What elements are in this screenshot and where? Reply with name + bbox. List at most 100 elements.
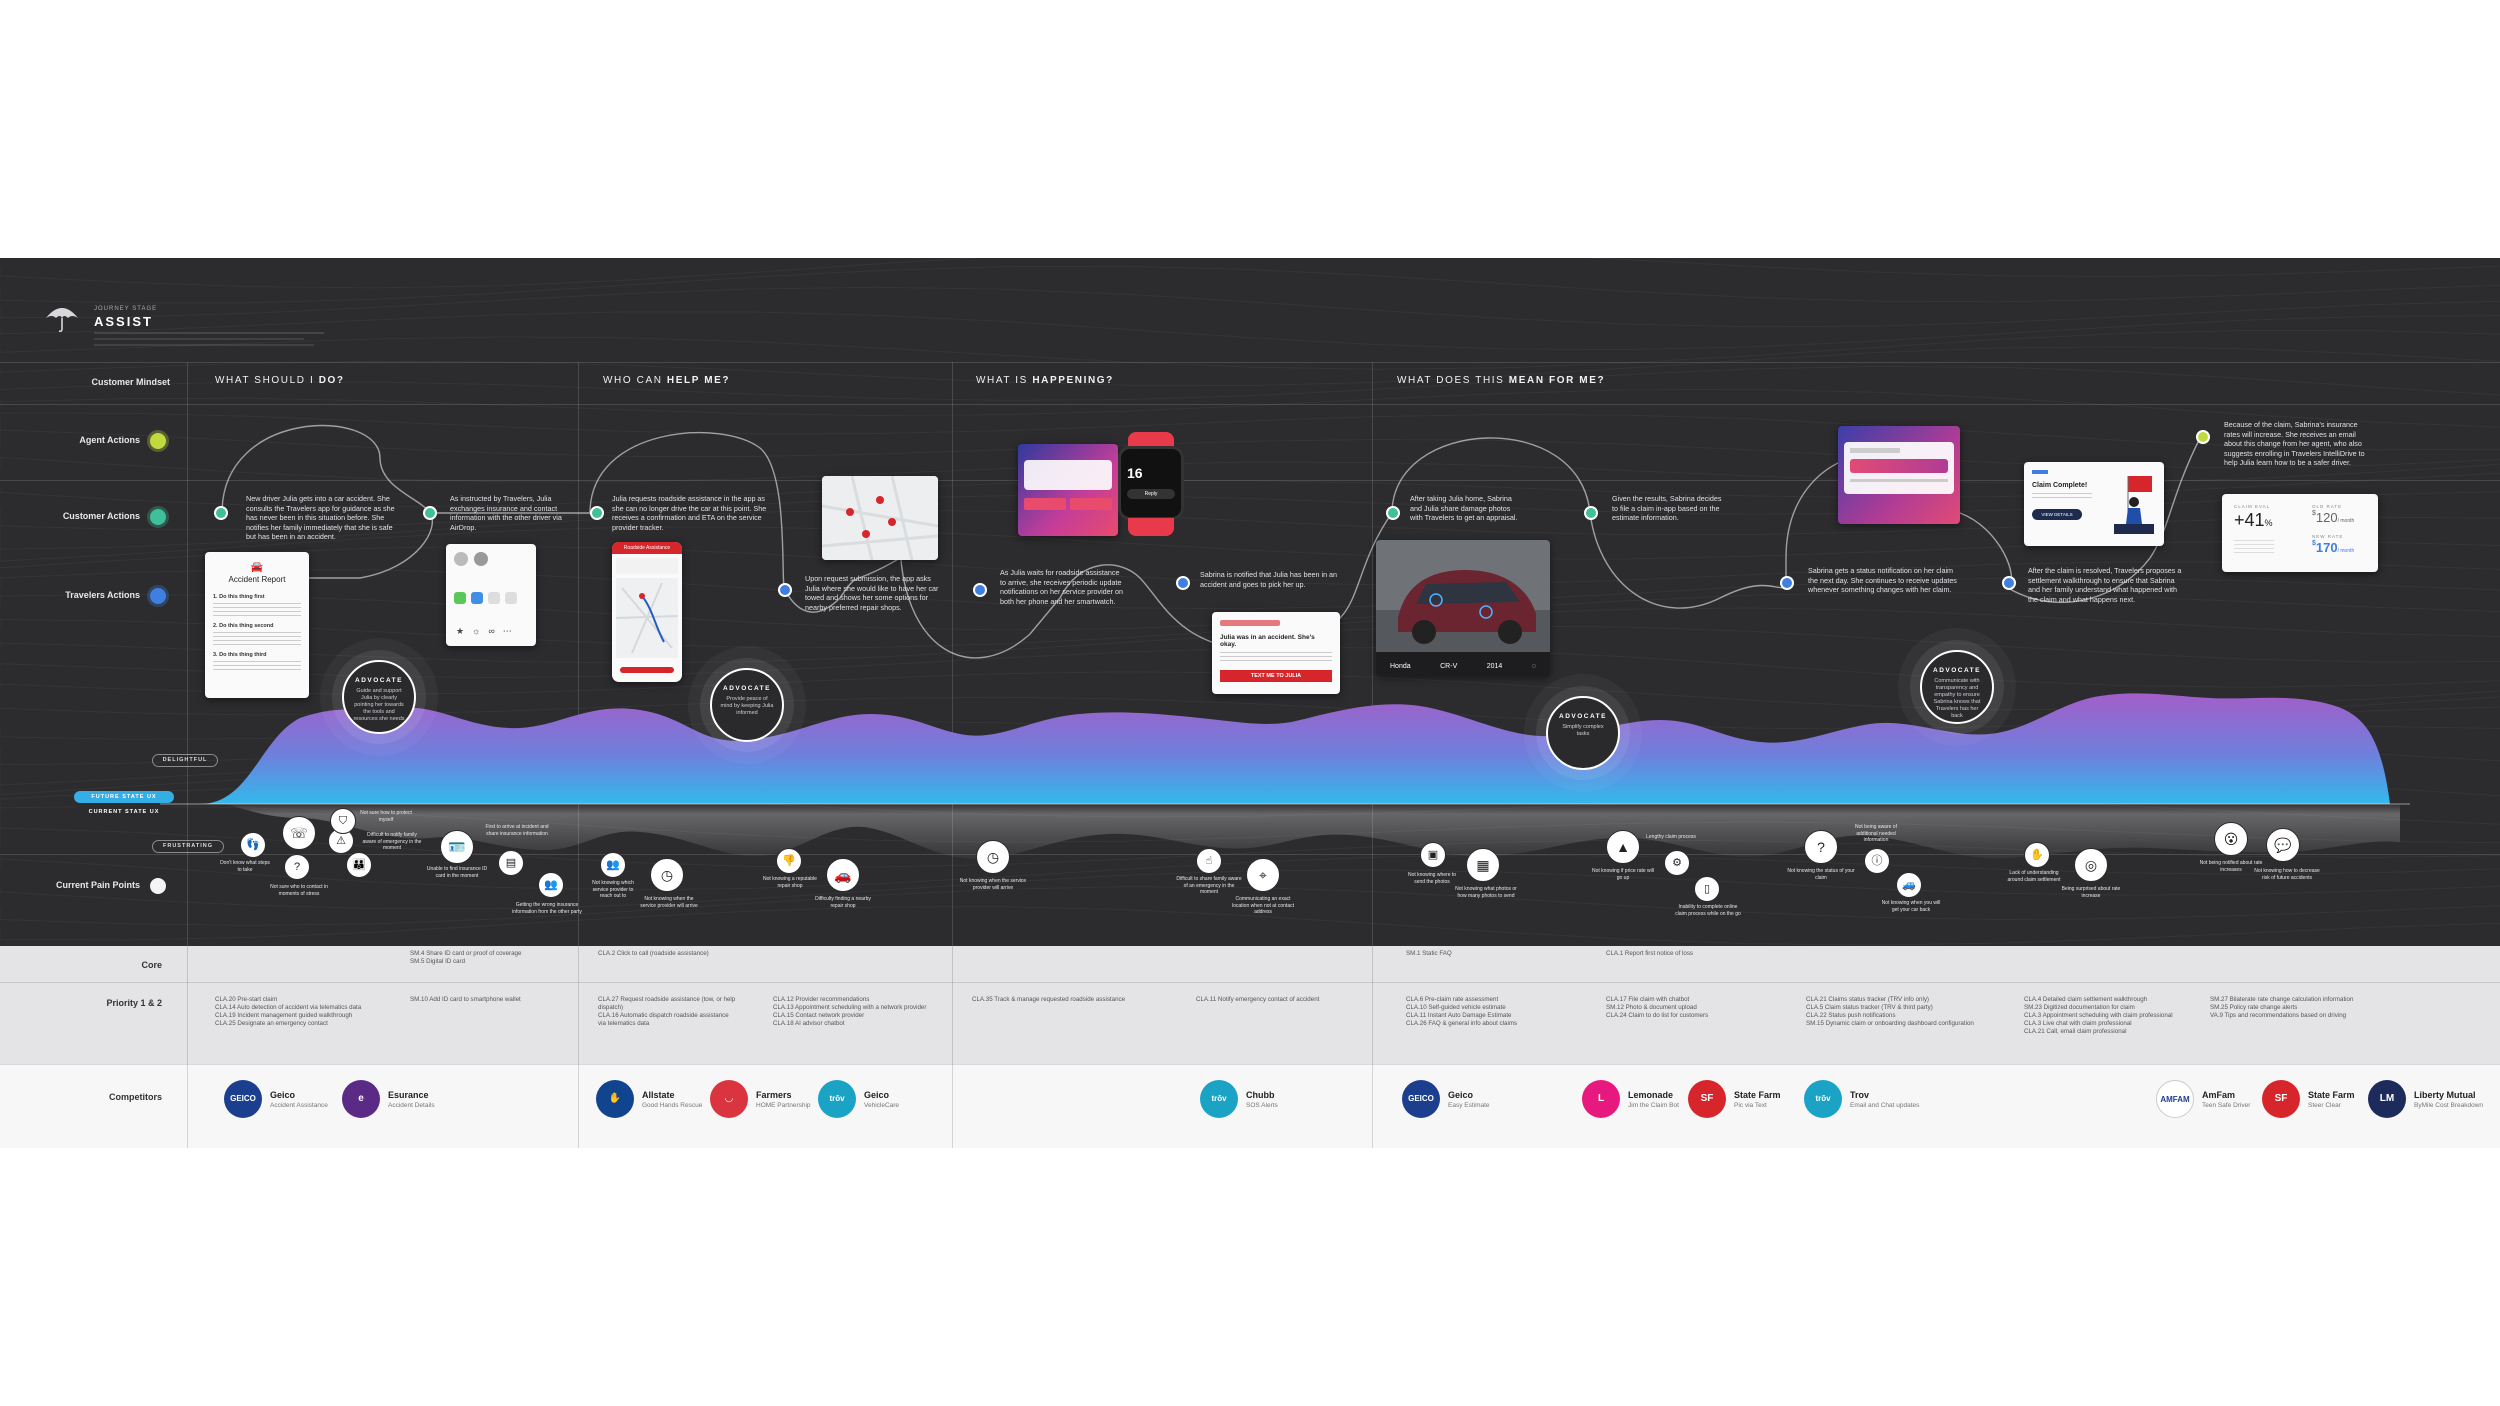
advocate-bubble: ADVOCATE Communicate with transparency a…	[1920, 650, 1994, 724]
journey-canvas: JOURNEY STAGE ASSIST Customer Mindset Ag…	[0, 258, 2500, 946]
mindset-1: WHAT SHOULD I DO?	[215, 375, 345, 386]
pain-legend-dot	[150, 878, 166, 894]
priority-feature: CLA.21 Claims status tracker (TRV info o…	[1806, 996, 1974, 1027]
pain-point-label: Difficulty finding a nearby repair shop	[815, 896, 871, 909]
travelers-action-node[interactable]	[2002, 576, 2016, 590]
loading-icon: ◌	[1531, 663, 1536, 670]
competitors-band	[0, 1064, 2500, 1148]
customer-action-node[interactable]	[1584, 506, 1598, 520]
location-pin-icon: ⌖	[1246, 858, 1280, 892]
pain-point-label: Not knowing how to decrease risk of futu…	[2254, 868, 2320, 881]
competitor-name: Allstate	[642, 1090, 675, 1100]
pain-point-label: Not being notified about rate increases	[2199, 860, 2263, 873]
mindset-4: WHAT DOES THIS MEAN FOR ME?	[1397, 375, 1606, 386]
phone-notification[interactable]	[1018, 444, 1118, 536]
competitor-name: State Farm	[1734, 1090, 1781, 1100]
competitor-logo: e	[342, 1080, 380, 1118]
competitor-feature: Accident Assistance	[270, 1102, 328, 1109]
surprised-icon: 😮	[2214, 822, 2248, 856]
agent-action-node[interactable]	[2196, 430, 2210, 444]
competitor-name: Lemonade	[1628, 1090, 1674, 1100]
family-notification-card[interactable]: Julia was in an accident. She's okay. TE…	[1212, 612, 1340, 694]
claim-complete-title: Claim Complete!	[2032, 482, 2088, 489]
priority-feature: CLA.6 Pre-claim rate assessment CLA.10 S…	[1406, 996, 1518, 1027]
smartwatch[interactable]: 16 Reply	[1118, 432, 1184, 536]
competitor-logo: GEICO	[224, 1080, 262, 1118]
share-actions: ★☼∞⋯	[446, 626, 536, 637]
delightful-pill: DELIGHTFUL	[152, 754, 218, 767]
competitor-logo: LM	[2368, 1080, 2406, 1118]
report-item: 2. Do this thing second	[213, 623, 274, 629]
accident-report-card[interactable]: 🚘 Accident Report 1. Do this thing first…	[205, 552, 309, 698]
damage-photo-card[interactable]: Honda CR-V 2014 ◌	[1376, 540, 1550, 676]
watch-reply-button[interactable]: Reply	[1127, 489, 1175, 499]
customer-action-node[interactable]	[214, 506, 228, 520]
pain-point-label: Not knowing if price rate will go up	[1592, 868, 1654, 881]
rate-label: CLAIM EVAL	[2234, 504, 2271, 509]
row-label-core: Core	[141, 960, 162, 970]
competitor-logo: SF	[1688, 1080, 1726, 1118]
pain-point-label: Not knowing which service provider to re…	[592, 880, 634, 899]
rate-change-card[interactable]: CLAIM EVAL +41% OLD RATE $120/ month NEW…	[2222, 494, 2378, 572]
competitor-name: Farmers	[756, 1090, 792, 1100]
current-state-area	[200, 802, 2400, 859]
repair-shop-map[interactable]	[822, 476, 938, 560]
row-label-travelers: Travelers Actions	[65, 590, 140, 600]
travelers-action-node[interactable]	[1176, 576, 1190, 590]
stage-label: JOURNEY STAGE	[94, 306, 158, 312]
travelers-action-node[interactable]	[973, 583, 987, 597]
competitor-feature: Steer Clear	[2308, 1102, 2341, 1109]
note-3: Julia requests roadside assistance in th…	[612, 494, 767, 532]
current-state-pill: CURRENT STATE UX	[74, 806, 174, 818]
competitor-logo: ◡	[710, 1080, 748, 1118]
priority-feature: SM.27 Bilaterate rate change calculation…	[2210, 996, 2354, 1019]
pain-point-label: Lengthy claim process	[1646, 834, 1696, 840]
competitor-feature: ByMile Cost Breakdown	[2414, 1102, 2483, 1109]
row-divider	[0, 404, 2500, 405]
journey-map: JOURNEY STAGE ASSIST Customer Mindset Ag…	[0, 258, 2500, 1148]
claim-status-phone[interactable]	[1838, 426, 1960, 524]
sun-icon: ☼	[472, 626, 481, 636]
competitor-feature: VehicleCare	[864, 1102, 900, 1109]
competitor-name: Esurance	[388, 1090, 429, 1100]
claim-complete-card[interactable]: Claim Complete! VIEW DETAILS	[2024, 462, 2164, 546]
customer-action-node[interactable]	[590, 506, 604, 520]
contacts-icon: ☏	[282, 816, 316, 850]
airdrop-share-card[interactable]: ★☼∞⋯	[446, 544, 536, 646]
star-icon: ★	[456, 626, 465, 636]
priority-feature: CLA.17 File claim with chatbot SM.12 Pho…	[1606, 996, 1709, 1019]
competitor-logo: SF	[2262, 1080, 2300, 1118]
touch-icon: ☝	[1196, 848, 1222, 874]
assist-button[interactable]	[620, 667, 674, 673]
row-label-competitors: Competitors	[108, 1092, 162, 1102]
priority-feature: SM.10 Add ID card to smartphone wallet	[410, 996, 521, 1003]
column-divider	[578, 946, 579, 1148]
chat-icon: 💬	[2266, 828, 2300, 862]
family-notification-title: Julia was in an accident. She's okay.	[1220, 634, 1315, 648]
car-icon: 🚘	[250, 562, 264, 573]
competitor-name: State Farm	[2308, 1090, 2355, 1100]
pain-point-label: Difficult to notify family aware of emer…	[362, 832, 422, 851]
roadside-assistance-phone[interactable]: Roadside Assistance	[612, 542, 682, 682]
future-state-pill: FUTURE STATE UX	[74, 791, 174, 803]
experience-wave	[160, 693, 2410, 859]
customer-action-node[interactable]	[1386, 506, 1400, 520]
competitor-feature: Good Hands Rescue	[642, 1102, 703, 1109]
customer-action-node[interactable]	[423, 506, 437, 520]
note-7: After taking Julia home, Sabrina and Jul…	[1410, 494, 1518, 522]
competitor-logo: trōv	[818, 1080, 856, 1118]
row-label-agent: Agent Actions	[79, 435, 140, 445]
travelers-action-node[interactable]	[1780, 576, 1794, 590]
text-julia-button[interactable]: TEXT ME TO JULIA	[1220, 670, 1332, 682]
advocate-bubble: ADVOCATE Guide and support Julia by clea…	[342, 660, 416, 734]
competitor-feature: Email and Chat updates	[1850, 1102, 1920, 1109]
competitor-logo: trōv	[1804, 1080, 1842, 1118]
view-details-button[interactable]: VIEW DETAILS	[2032, 509, 2082, 520]
notification-actions	[1024, 498, 1112, 510]
chart-up-icon: ▲	[1606, 830, 1640, 864]
travelers-action-node[interactable]	[778, 583, 792, 597]
competitor-logo: GEICO	[1402, 1080, 1440, 1118]
note-9: Sabrina gets a status notification on he…	[1808, 566, 1957, 594]
clock-icon: ◷	[976, 840, 1010, 874]
competitor-name: AmFam	[2202, 1090, 2236, 1100]
